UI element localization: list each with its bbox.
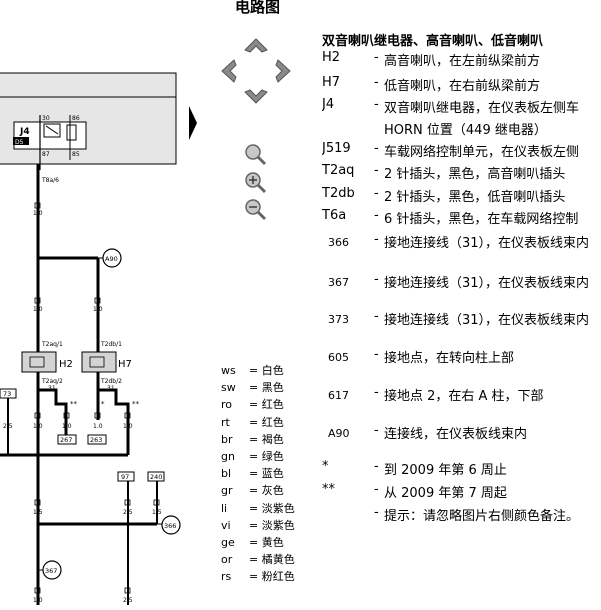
- wire-size-label: 2.5: [123, 597, 133, 604]
- zoom-in-icon[interactable]: [245, 172, 267, 194]
- wire-size-label: 1.0: [33, 306, 43, 313]
- connector-label: T2db/1: [100, 341, 122, 348]
- relay-sub-label: D5: [15, 139, 24, 146]
- chevron-right-icon[interactable]: [275, 59, 291, 83]
- wire-size-label: 2.5: [123, 509, 133, 516]
- legend-row: rt= 红色: [221, 415, 284, 429]
- wire-size-label: 1.5: [33, 509, 43, 516]
- connector-label: T2db/2: [100, 378, 122, 385]
- legend-row: or= 橘黄色: [221, 553, 295, 567]
- legend-row: br= 褐色: [221, 432, 284, 446]
- chevron-left-icon[interactable]: [221, 59, 237, 83]
- relay-label: J4: [19, 127, 30, 137]
- magnifier-icon[interactable]: [245, 144, 267, 166]
- chevron-down-icon[interactable]: [244, 89, 268, 104]
- chevron-up-icon[interactable]: [244, 38, 268, 53]
- legend-row: ro= 红色: [221, 398, 284, 412]
- horn-h2-label: H2: [59, 359, 73, 370]
- legend-row: ge= 黄色: [221, 536, 284, 550]
- relay-pin-label: 86: [72, 115, 80, 122]
- ground-ref-367: 367: [45, 567, 57, 575]
- reference-box: 97: [121, 473, 129, 481]
- reference-box: 263: [90, 436, 102, 444]
- wire-size-label: 1.0: [93, 306, 103, 313]
- star-label: **: [70, 400, 78, 408]
- wire-size-label: 1.0: [33, 210, 43, 217]
- page-title: 电路图: [235, 0, 281, 16]
- panel-collapse-arrow[interactable]: [189, 106, 197, 140]
- connector-label: T2aq/1: [41, 341, 63, 348]
- legend-row: vi= 淡紫色: [221, 518, 295, 532]
- zoom-out-icon[interactable]: [245, 199, 267, 221]
- ground-ref-366: 366: [164, 522, 176, 530]
- reference-box: 267: [60, 436, 72, 444]
- legend-row: li= 淡紫色: [221, 501, 295, 515]
- a90-label: A90: [105, 255, 118, 263]
- wire-size-label: 1.0: [33, 597, 43, 604]
- relay-pin-label: 30: [42, 115, 50, 122]
- legend-row: rs= 粉红色: [221, 570, 295, 584]
- legend-row: bl= 蓝色: [221, 467, 284, 481]
- reference-box: 73: [3, 390, 11, 398]
- star-label: *: [101, 400, 105, 408]
- legend-row: sw= 黑色: [221, 381, 284, 395]
- legend-row: gr= 灰色: [221, 484, 284, 498]
- connector-label: T2aq/2: [41, 378, 63, 385]
- wire-size-label: 1.0: [93, 423, 103, 430]
- wire-color-legend: ws= 白色 sw= 黑色 ro= 红色 rt= 红色 br= 褐色 gn= 绿…: [221, 362, 295, 586]
- relay-pin-label: 85: [72, 151, 80, 158]
- legend-row: gn= 绿色: [221, 450, 284, 464]
- relay-housing: [0, 72, 177, 165]
- wire-size-label: 1.5: [152, 509, 162, 516]
- legend-row: ws= 白色: [221, 364, 284, 377]
- relay-pin-label: 87: [42, 151, 50, 158]
- connector-label: T8a/6: [41, 177, 59, 184]
- wire-size-label: 1.0: [33, 423, 43, 430]
- horn-h2: [21, 351, 57, 373]
- component-list-heading: 双音喇叭继电器、高音喇叭、低音喇叭: [322, 34, 544, 49]
- horn-h7: [81, 351, 117, 373]
- reference-box: 240: [150, 473, 162, 481]
- star-label: **: [132, 400, 140, 408]
- horn-h7-label: H7: [118, 359, 132, 370]
- wire-size-label: 2.5: [3, 423, 13, 430]
